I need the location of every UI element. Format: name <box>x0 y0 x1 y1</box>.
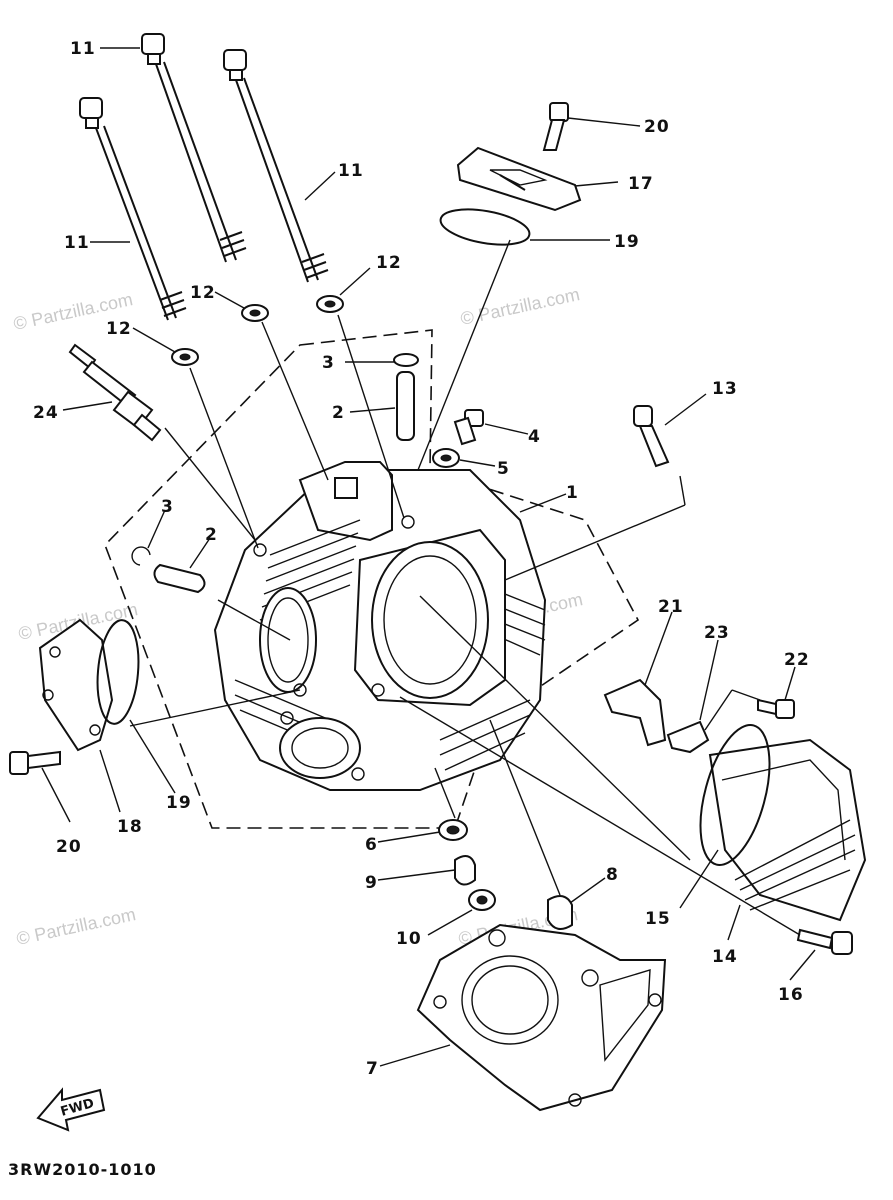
bolt-20-left <box>9 750 61 775</box>
stud-bolt-right <box>223 49 329 283</box>
washer-12-middle-hole <box>249 309 261 317</box>
callout-10: 10 <box>396 929 422 949</box>
diagram-code: 3RW2010-1010 <box>8 1160 157 1179</box>
callout-12: 12 <box>106 319 132 339</box>
tappet-cover-17 <box>456 146 582 212</box>
side-cover-18 <box>38 618 114 752</box>
callout-2: 2 <box>332 403 345 423</box>
plate-23 <box>666 720 710 754</box>
bolt-22 <box>757 698 795 719</box>
dowel-pin-2-left <box>153 563 206 594</box>
seal-6-hole <box>446 825 460 835</box>
o-ring-19-top <box>439 208 531 246</box>
bracket-21 <box>603 678 667 747</box>
washer-5-hole <box>440 454 452 462</box>
callout-13: 13 <box>712 379 738 399</box>
fwd-arrow-icon: FWD <box>36 1087 106 1132</box>
callout-5: 5 <box>497 459 510 479</box>
dowel-9 <box>454 855 476 886</box>
washer-12-right-hole <box>324 300 336 308</box>
stud-bolt-left <box>79 97 187 321</box>
callout-labels: 11 11 11 12 12 12 3 2 24 4 5 1 13 20 17 … <box>33 39 810 1079</box>
callout-23: 23 <box>704 623 730 643</box>
callout-20: 20 <box>644 117 670 137</box>
bolt-20-top <box>542 102 569 151</box>
callout-7: 7 <box>366 1059 379 1079</box>
stud-bolt-middle <box>141 33 247 263</box>
callout-17: 17 <box>628 174 654 194</box>
callout-22: 22 <box>784 650 810 670</box>
spark-plug <box>68 343 162 442</box>
bolt-4 <box>453 409 484 446</box>
callout-4: 4 <box>528 427 541 447</box>
bolt-16 <box>796 928 853 955</box>
washer-12-left-hole <box>179 353 191 361</box>
callout-6: 6 <box>365 835 378 855</box>
callout-24: 24 <box>33 403 59 423</box>
tappet-cover-14 <box>708 738 867 922</box>
watermark: © Partzilla.com <box>15 904 138 949</box>
callout-2: 2 <box>205 525 218 545</box>
o-ring-19-left <box>96 619 140 725</box>
callout-11: 11 <box>338 161 364 181</box>
leader-lines <box>41 47 816 1067</box>
callout-9: 9 <box>365 873 378 893</box>
callout-16: 16 <box>778 985 804 1005</box>
callout-3: 3 <box>161 497 174 517</box>
clip-3-left <box>131 546 151 566</box>
o-ring-15 <box>699 724 771 866</box>
callout-19: 19 <box>614 232 640 252</box>
head-gasket-7 <box>416 923 667 1112</box>
callout-18: 18 <box>117 817 143 837</box>
dowel-8 <box>547 895 573 930</box>
callout-15: 15 <box>645 909 671 929</box>
callout-8: 8 <box>606 865 619 885</box>
dowel-pin-2-top <box>396 371 415 441</box>
bolt-13 <box>633 405 670 468</box>
callout-21: 21 <box>658 597 684 617</box>
callout-1: 1 <box>566 483 579 503</box>
cylinder-head <box>213 461 547 791</box>
seal-10-hole <box>476 895 488 905</box>
callout-12: 12 <box>376 253 402 273</box>
clip-3-top <box>393 353 419 367</box>
callout-14: 14 <box>712 947 738 967</box>
callout-12: 12 <box>190 283 216 303</box>
callout-11: 11 <box>70 39 96 59</box>
callout-3: 3 <box>322 353 335 373</box>
callout-11: 11 <box>64 233 90 253</box>
callout-19: 19 <box>166 793 192 813</box>
callout-20: 20 <box>56 837 82 857</box>
